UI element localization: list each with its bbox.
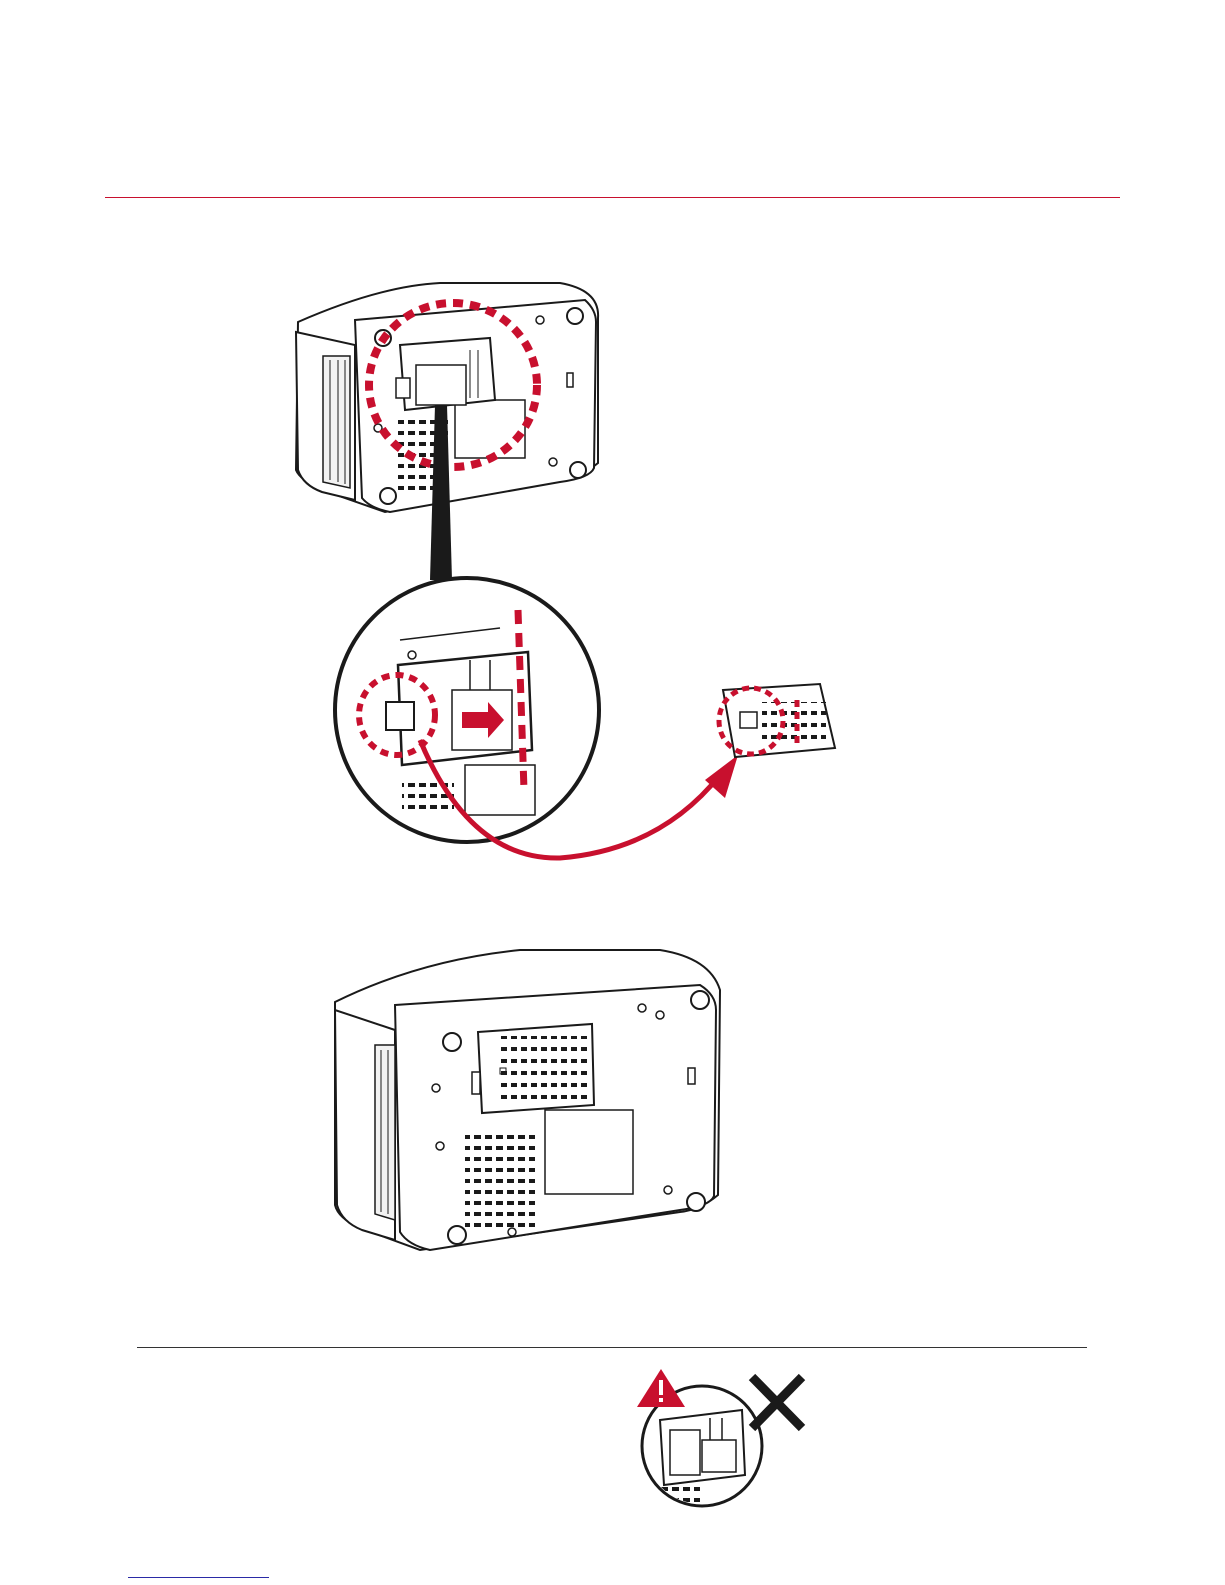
note-divider	[137, 1347, 1087, 1348]
printer-bottom-closed	[335, 950, 720, 1250]
warning-icon-bar	[659, 1380, 663, 1395]
magnified-compartment	[335, 578, 599, 842]
removed-cover	[719, 684, 835, 757]
arrowhead-icon	[705, 755, 738, 798]
warning-icon-dot	[659, 1398, 663, 1402]
footer-link-underline[interactable]	[128, 1577, 269, 1578]
cross-icon	[752, 1377, 802, 1428]
